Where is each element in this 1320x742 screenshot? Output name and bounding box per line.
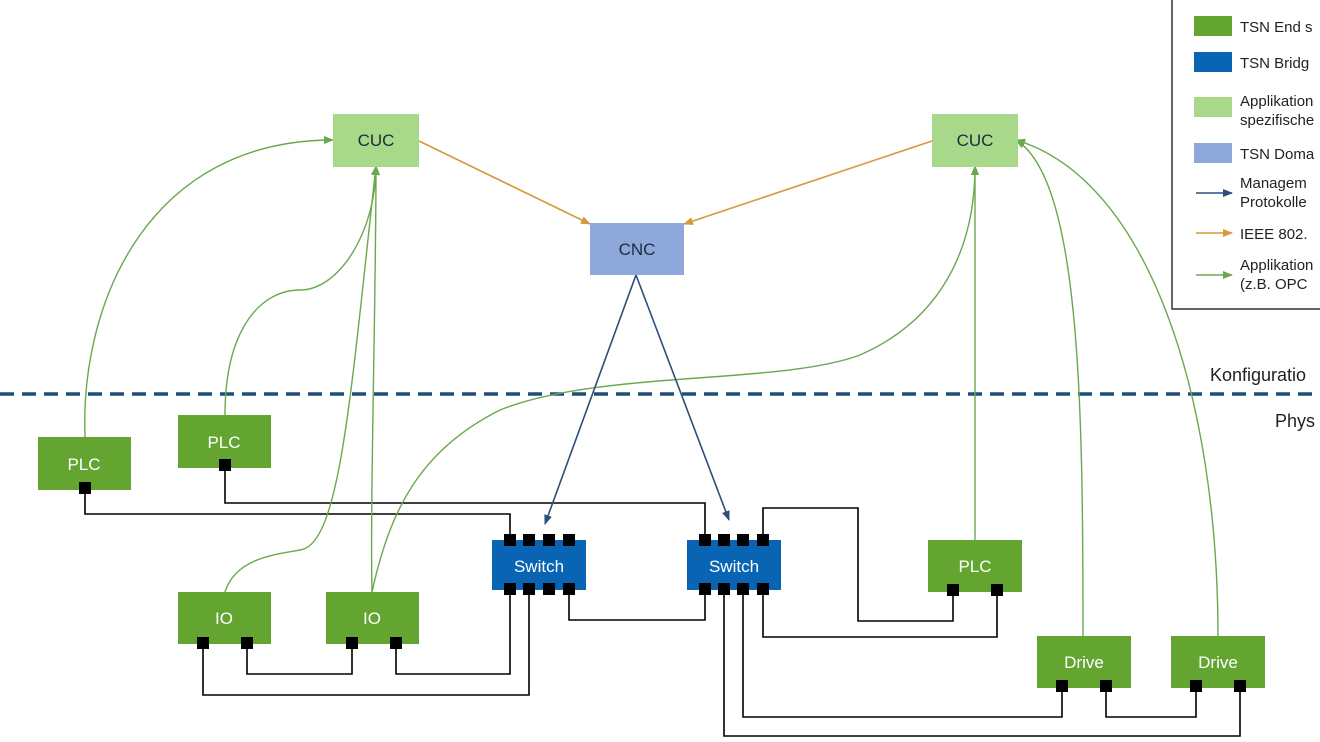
legend-app-protocol-l1: Applikation <box>1240 257 1313 274</box>
legend-bridge: TSN Bridg <box>1240 55 1309 72</box>
port <box>563 583 575 595</box>
plc-node-2[interactable]: PLC <box>178 415 271 471</box>
plc-2-label: PLC <box>207 433 240 452</box>
port <box>563 534 575 546</box>
switch-node-1[interactable]: Switch <box>492 534 586 595</box>
port <box>1190 680 1202 692</box>
port <box>523 583 535 595</box>
io-1-label: IO <box>215 609 233 628</box>
io-node-2[interactable]: IO <box>326 592 419 649</box>
port <box>390 637 402 649</box>
switch-2-label: Switch <box>709 557 759 576</box>
port <box>1056 680 1068 692</box>
port <box>947 584 959 596</box>
io-2-label: IO <box>363 609 381 628</box>
drive-node-2[interactable]: Drive <box>1171 636 1265 692</box>
port <box>543 534 555 546</box>
port <box>79 482 91 494</box>
legend-swatch-application <box>1194 97 1232 117</box>
physical-cables <box>84 465 1241 737</box>
legend-end-station: TSN End s <box>1240 19 1313 36</box>
plc-1-label: PLC <box>67 455 100 474</box>
cuc-node-left[interactable]: CUC <box>333 114 419 167</box>
switch-1-label: Switch <box>514 557 564 576</box>
switch-node-2[interactable]: Switch <box>687 534 781 595</box>
port <box>504 583 516 595</box>
port <box>241 637 253 649</box>
legend-swatch-domain <box>1194 143 1232 163</box>
port <box>219 459 231 471</box>
legend: TSN End s TSN Bridg Applikation spezifis… <box>1171 0 1320 310</box>
io-node-1[interactable]: IO <box>178 592 271 649</box>
port <box>718 534 730 546</box>
cnc-label: CNC <box>619 240 656 259</box>
legend-domain: TSN Doma <box>1240 146 1315 163</box>
layer-label-config: Konfiguratio <box>1210 365 1306 385</box>
port <box>543 583 555 595</box>
plc-node-3[interactable]: PLC <box>928 540 1022 596</box>
port <box>346 637 358 649</box>
drive-node-1[interactable]: Drive <box>1037 636 1131 692</box>
port <box>757 534 769 546</box>
port <box>1234 680 1246 692</box>
plc-3-label: PLC <box>958 557 991 576</box>
legend-app-protocol-l2: (z.B. OPC <box>1240 276 1308 293</box>
legend-ieee: IEEE 802. <box>1240 226 1308 243</box>
plc-node-1[interactable]: PLC <box>38 437 131 494</box>
legend-application-l2: spezifische <box>1240 112 1314 129</box>
port <box>197 637 209 649</box>
legend-swatch-bridge <box>1194 52 1232 72</box>
port <box>737 583 749 595</box>
port <box>699 534 711 546</box>
drive-2-label: Drive <box>1198 653 1238 672</box>
drive-1-label: Drive <box>1064 653 1104 672</box>
cuc-right-label: CUC <box>957 131 994 150</box>
legend-management-l2: Protokolle <box>1240 194 1307 211</box>
port <box>737 534 749 546</box>
legend-application-l1: Applikation <box>1240 93 1313 110</box>
cnc-node[interactable]: CNC <box>590 223 684 275</box>
management-links <box>544 274 730 525</box>
cuc-left-label: CUC <box>358 131 395 150</box>
port <box>1100 680 1112 692</box>
application-links <box>84 136 1219 637</box>
cuc-node-right[interactable]: CUC <box>932 114 1018 167</box>
layer-label-physical: Phys <box>1275 411 1315 431</box>
port <box>504 534 516 546</box>
legend-swatch-end-station <box>1194 16 1232 36</box>
port <box>991 584 1003 596</box>
port <box>718 583 730 595</box>
legend-management-l1: Managem <box>1240 175 1307 192</box>
ieee-links <box>418 140 933 225</box>
port <box>699 583 711 595</box>
port <box>523 534 535 546</box>
port <box>757 583 769 595</box>
